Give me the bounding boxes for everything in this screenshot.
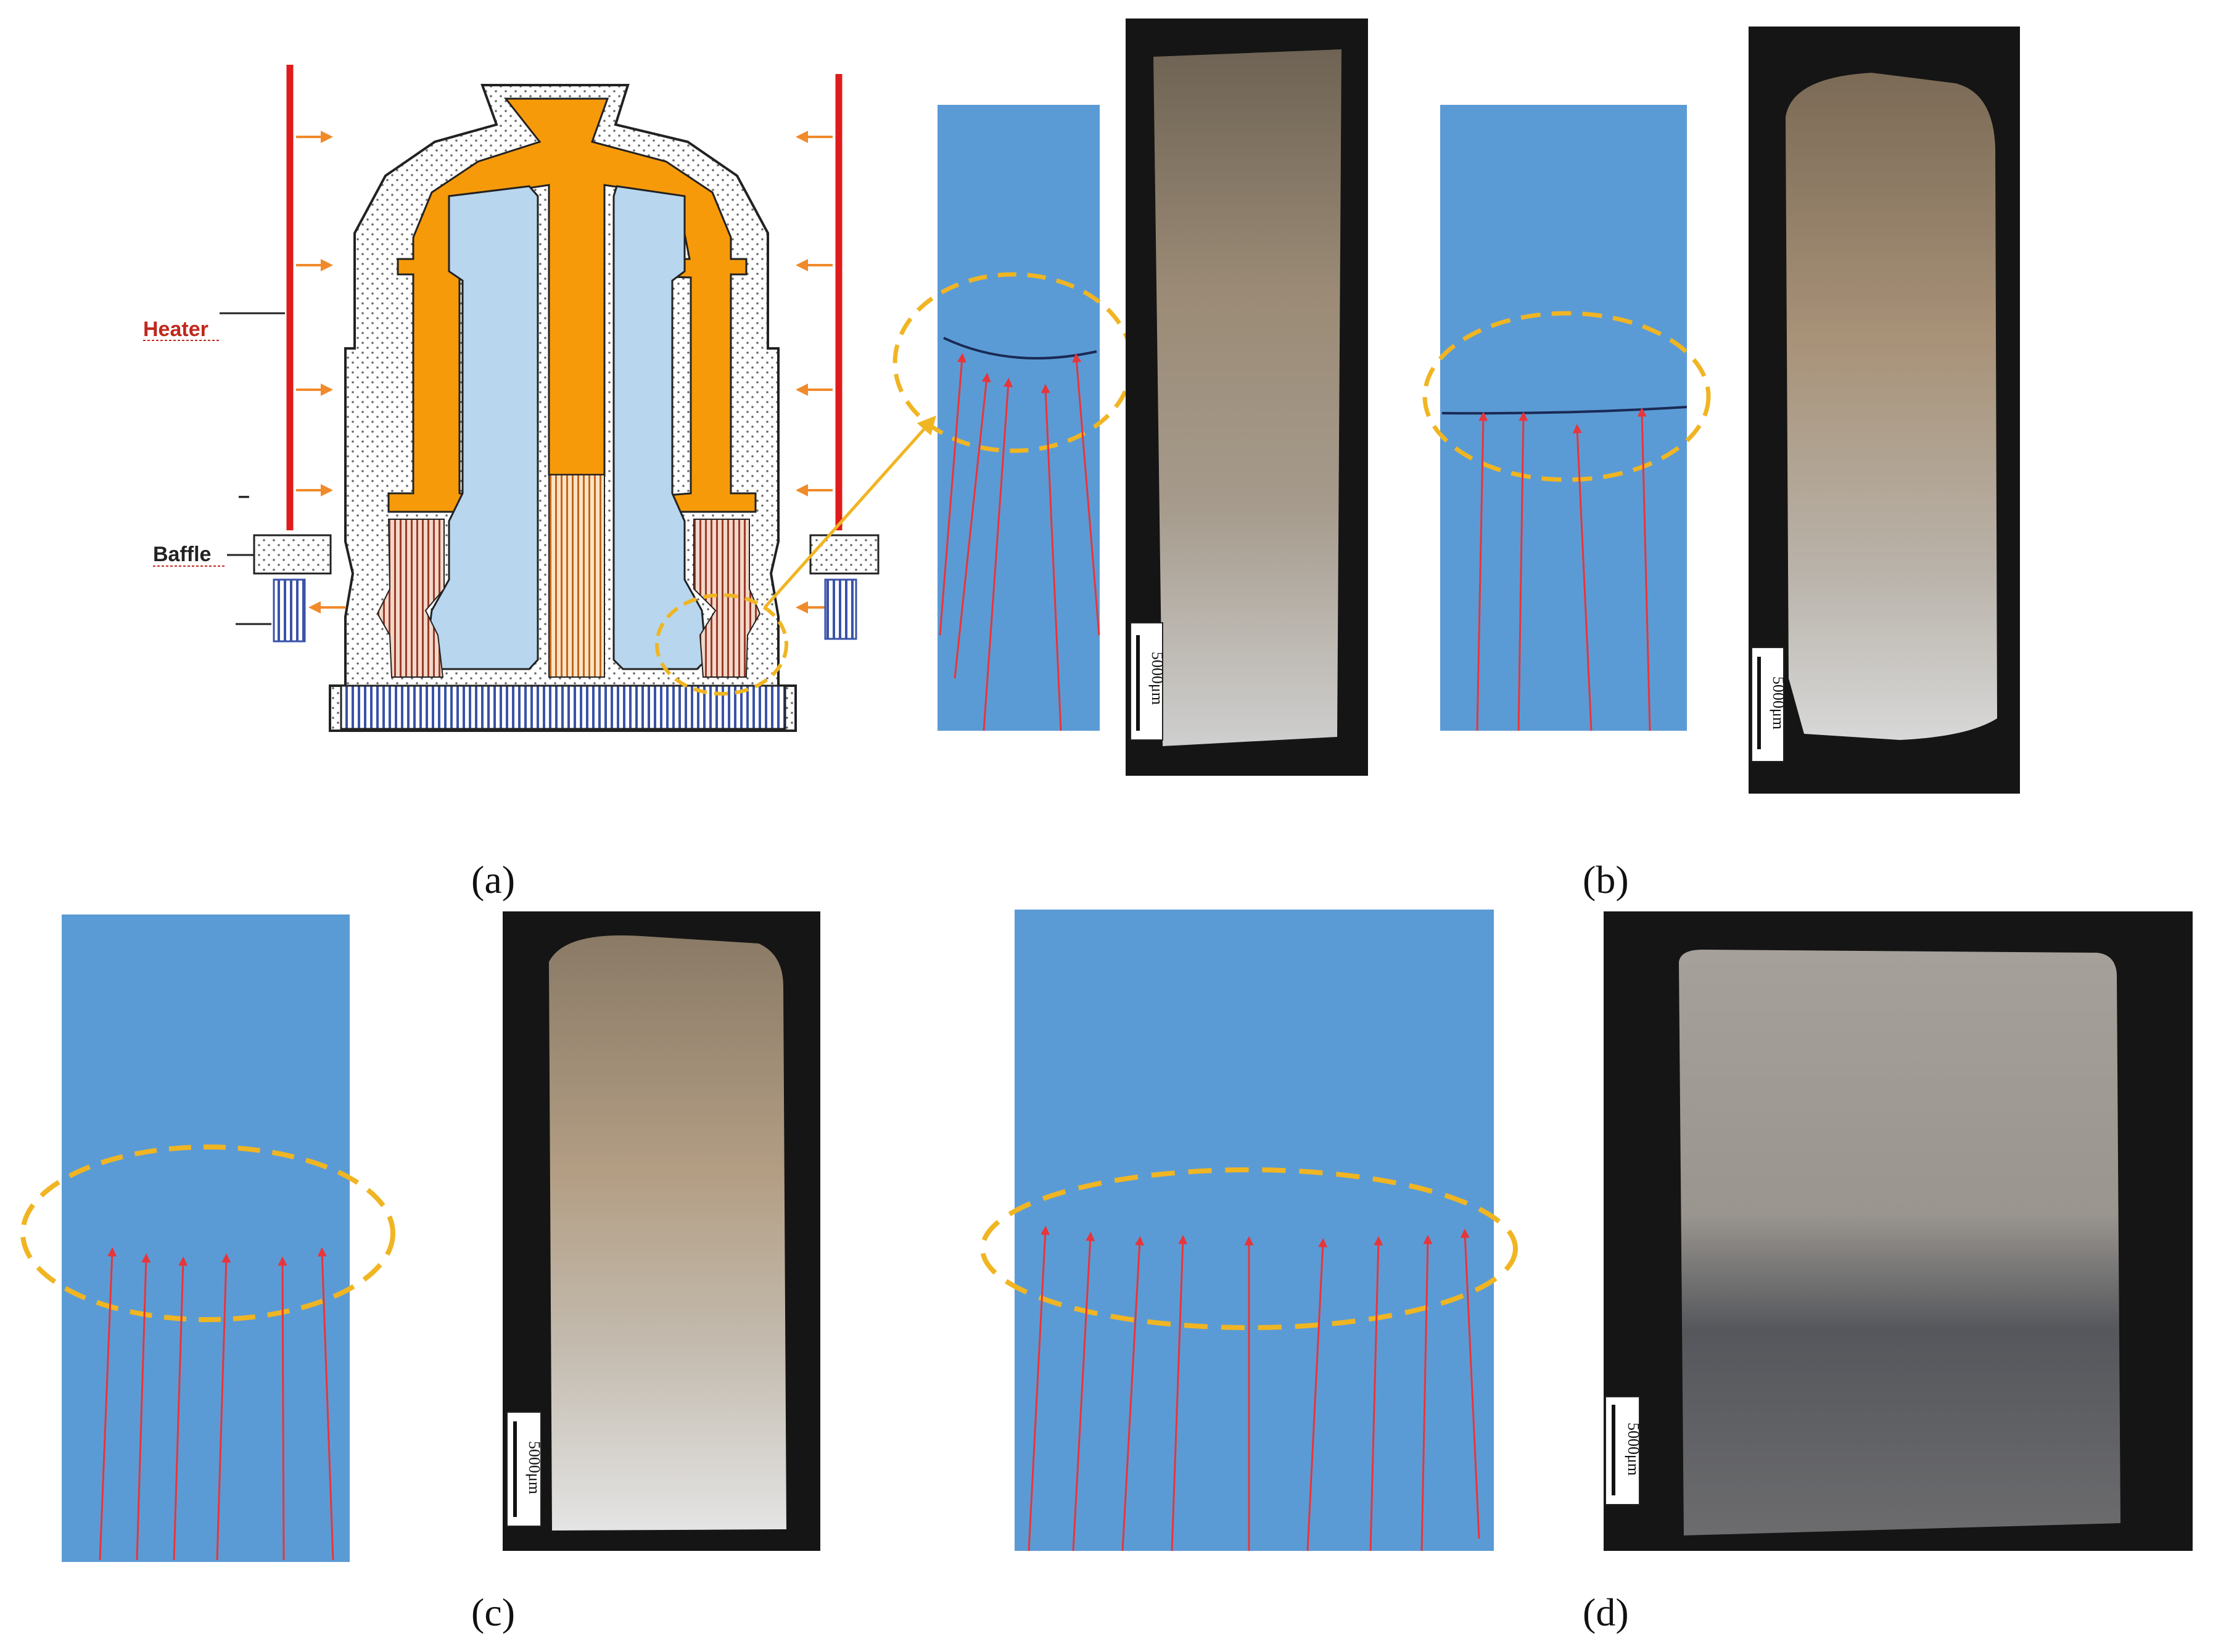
panel-c-growth-arrows xyxy=(99,1247,334,1561)
panel-d-growth-arrows xyxy=(1028,1225,1480,1551)
panel-b-growth-arrows xyxy=(1476,407,1651,731)
panel-d-scalebar-box xyxy=(1605,1396,1640,1505)
panel-a-growth-arrows xyxy=(939,353,1100,731)
panel-b-scalebar-box xyxy=(1751,647,1784,762)
furnace-schematic: Heater – Baffle xyxy=(143,65,936,732)
panel-a-specimen xyxy=(1153,49,1341,746)
minus-mark: – xyxy=(238,484,250,508)
caption-a: (a) xyxy=(471,858,515,902)
caption-c: (c) xyxy=(471,1590,515,1634)
panel-a-scale-text: 5000μm xyxy=(1148,652,1166,705)
caption-d: (d) xyxy=(1583,1590,1629,1634)
panel-b-sample xyxy=(1440,105,1687,731)
baffle-right xyxy=(809,534,880,575)
zoom-leader-arrow xyxy=(764,415,936,609)
caption-b: (b) xyxy=(1583,858,1629,902)
chill-plate xyxy=(340,684,786,730)
panel-d-ellipse xyxy=(980,1167,1518,1330)
heater-label: Heater xyxy=(143,318,208,341)
panel-d-scale-text: 5000μm xyxy=(1625,1423,1642,1476)
panel-c-scale-text: 5000μm xyxy=(525,1441,543,1494)
panel-a-solid-front xyxy=(892,105,1134,731)
panel-b-specimen xyxy=(1786,73,1997,740)
panel-c-scalebar-box xyxy=(506,1412,542,1527)
solidified-zone-center xyxy=(548,474,605,678)
panel-c-ellipse xyxy=(20,1144,395,1322)
panel-a-sample xyxy=(938,105,1100,731)
panel-a-micrograph: 5000μm xyxy=(1126,18,1368,776)
panel-d-specimen xyxy=(1679,950,2120,1535)
panel-d-sample xyxy=(1015,910,1494,1551)
solidified-zone-left xyxy=(376,519,445,678)
panel-b-solidification-front xyxy=(1441,406,1688,415)
panel-d-solid-front xyxy=(980,910,1518,1551)
panel-c-solid-front xyxy=(20,914,395,1562)
panel-a-scalebar-box xyxy=(1130,622,1163,741)
zoom-region-ellipse xyxy=(655,593,788,696)
panel-c-micrograph: 5000μm xyxy=(503,911,820,1551)
panel-b-ellipse xyxy=(1422,311,1711,482)
panel-d-micrograph: 5000μm xyxy=(1604,911,2193,1551)
baffle-label: Baffle xyxy=(153,543,211,566)
solidified-zone-right xyxy=(693,519,761,678)
panel-c-sample xyxy=(62,914,350,1562)
panel-b-micrograph: 5000μm xyxy=(1749,27,2020,794)
chill-block-right xyxy=(824,578,857,640)
chill-block-left xyxy=(273,578,306,643)
baffle-left xyxy=(253,534,332,575)
panel-b-solid-front xyxy=(1422,105,1711,731)
ceramic-core-right xyxy=(612,185,707,670)
panel-c-specimen xyxy=(549,935,786,1531)
panel-b-scale-text: 5000μm xyxy=(1770,676,1787,729)
